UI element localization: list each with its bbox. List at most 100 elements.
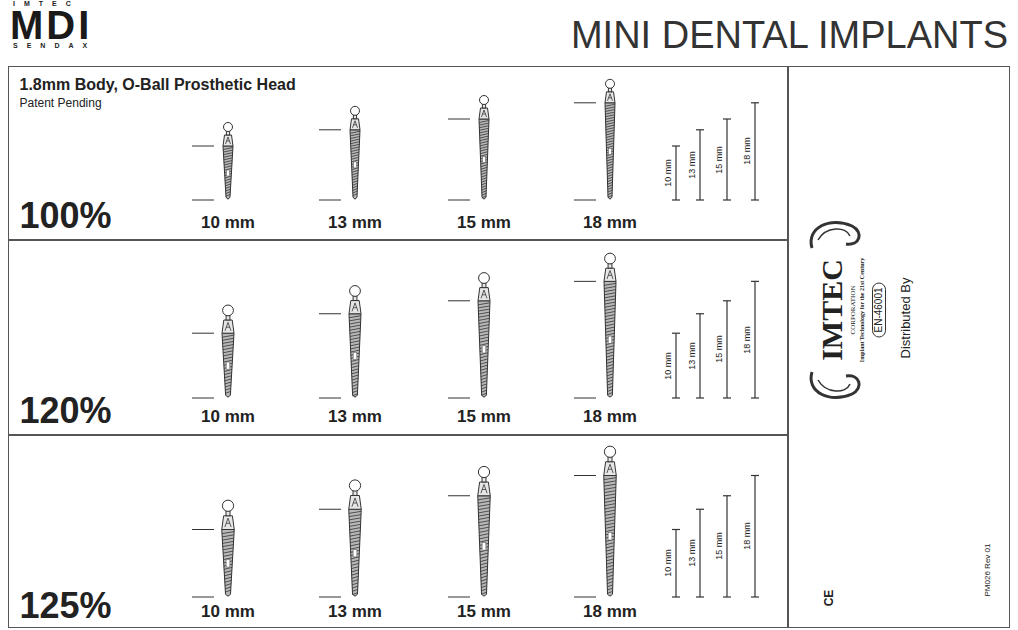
implant-thread	[222, 335, 234, 337]
implant-thread	[480, 134, 489, 136]
implant-thread	[351, 563, 359, 565]
logo-swirl	[818, 229, 850, 240]
implant-slot	[608, 533, 612, 541]
implant-thread	[222, 538, 233, 540]
implant-collar	[222, 516, 235, 530]
implant-thread	[224, 166, 232, 168]
implant-thread	[606, 128, 614, 130]
o-ball-head	[222, 500, 233, 511]
implant-body	[222, 333, 234, 397]
implant-thread	[606, 552, 614, 554]
implant-thread	[479, 325, 489, 327]
brand-bottom: SENDAX	[13, 42, 96, 49]
implant-thread	[607, 361, 614, 363]
depth-tick	[574, 475, 596, 476]
implant-thread	[604, 487, 616, 489]
implant-thread	[224, 577, 231, 579]
scale-bar	[699, 509, 700, 597]
scale-bar	[675, 146, 676, 200]
distributor-note: Distributed By	[898, 277, 911, 358]
logo-swirl	[811, 222, 859, 397]
length-label: 15 mm	[457, 214, 511, 231]
implant-slot	[226, 362, 230, 369]
scale-bar	[726, 496, 727, 597]
scale-bar	[675, 333, 676, 398]
implant-thread	[351, 157, 359, 159]
implant-thread	[482, 196, 486, 198]
brand-logo: MDI	[10, 5, 92, 45]
implant-thread	[223, 153, 232, 155]
implant-thread	[604, 478, 616, 480]
implant-thread	[352, 576, 359, 578]
implant-thread	[481, 178, 487, 180]
implant-thread	[480, 152, 488, 154]
implant-thread	[481, 569, 488, 571]
scale-bar-tick	[672, 397, 680, 398]
implant-thread	[605, 110, 615, 112]
implant-thread	[479, 524, 489, 526]
depth-tick	[192, 146, 214, 147]
implant-thread	[607, 180, 612, 182]
scale-bar-label: 15 mm	[715, 533, 724, 561]
implant-thread	[224, 574, 231, 576]
implant-thread	[224, 163, 232, 165]
o-ball-head	[349, 480, 360, 491]
depth-tick	[319, 313, 341, 314]
scale-bar-tick	[723, 397, 731, 398]
depth-tick	[192, 529, 214, 530]
implant-thread	[480, 563, 487, 565]
implant-thread	[351, 147, 359, 149]
depth-tick	[448, 119, 470, 120]
scale-bar-label: 18 mm	[743, 522, 752, 550]
implant-thread	[223, 354, 233, 356]
implant-thread	[607, 371, 613, 373]
implant-thread	[352, 375, 359, 377]
implant-thread	[352, 181, 358, 183]
implant-thread	[606, 146, 613, 148]
implant-thread	[479, 123, 489, 125]
implant-thread	[479, 337, 488, 339]
implant-thread	[223, 348, 233, 350]
implant-thread	[350, 131, 360, 133]
implant-thread	[224, 161, 232, 163]
panel-heading: 1.8mm Body, O-Ball Prosthetic Head	[20, 77, 296, 93]
implant-thread	[605, 321, 615, 323]
depth-tick	[448, 597, 470, 598]
implant-thread	[607, 569, 614, 571]
implant-thread	[351, 570, 358, 572]
implant-thread	[351, 567, 359, 569]
implant-thread	[225, 179, 231, 181]
implant-thread	[479, 537, 488, 539]
implant-thread	[352, 378, 358, 380]
implant-thread	[352, 586, 358, 588]
implant-thread	[607, 374, 613, 376]
logo-swirl	[811, 372, 859, 398]
depth-tick	[448, 495, 470, 496]
depth-tick	[192, 398, 214, 399]
scale-row: 120%	[8, 240, 788, 435]
implant-thread	[604, 481, 616, 483]
implant-thread	[480, 147, 488, 149]
implant-collar	[223, 135, 233, 146]
implant-thread	[478, 514, 489, 516]
implant-thread	[353, 191, 358, 193]
scale-bar	[699, 314, 700, 398]
implant-slot	[353, 549, 357, 557]
implant-slot	[609, 148, 612, 154]
implant-thread	[608, 188, 613, 190]
depth-tick	[319, 200, 341, 201]
scale-bar-tick	[672, 145, 680, 146]
length-label: 13 mm	[328, 214, 382, 231]
implant-thread	[607, 380, 613, 382]
implant-thread	[481, 183, 486, 185]
implant-thread	[223, 545, 234, 547]
scale-bar-tick	[696, 129, 704, 130]
implant-thread	[478, 306, 490, 308]
length-label: 10 mm	[201, 408, 255, 425]
implant-thread	[606, 349, 614, 351]
length-label: 15 mm	[457, 408, 511, 425]
implant-thread	[479, 334, 488, 336]
implant-thread	[606, 133, 614, 135]
length-label: 18 mm	[583, 603, 637, 620]
implant-thread	[606, 130, 614, 132]
